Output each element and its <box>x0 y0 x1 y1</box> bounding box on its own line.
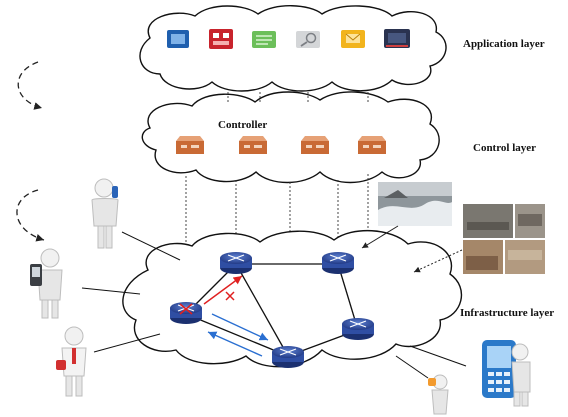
blue-arrow-forward <box>211 313 269 341</box>
person-mobile-icon <box>30 248 63 319</box>
control-cloud <box>141 91 440 184</box>
user-link <box>409 345 467 367</box>
router-switch-icon <box>322 252 354 274</box>
user-link <box>81 287 141 295</box>
application-cloud <box>139 5 447 92</box>
user-link <box>395 355 429 379</box>
dashed-curve-arrow-bottom <box>16 189 45 242</box>
application-layer-label: Application layer <box>463 38 545 50</box>
user-link <box>93 333 161 353</box>
disaster-photos <box>463 204 545 274</box>
search-app-icon <box>296 31 320 48</box>
flood-photo-pointer <box>361 225 399 249</box>
router-switch-icon <box>170 302 202 324</box>
person-calling-icon <box>56 326 87 397</box>
monitor-app-icon <box>167 30 189 48</box>
controller-title: Controller <box>218 119 267 131</box>
person-phone-icon <box>91 178 119 249</box>
disaster-photos-pointer <box>413 249 463 273</box>
security-app-icon <box>209 29 233 49</box>
router-switch-icon <box>272 346 304 368</box>
screen-app-icon <box>384 29 410 48</box>
infrastructure-cloud <box>122 230 463 368</box>
dashed-curve-arrow-top <box>17 61 43 110</box>
app-control-links <box>227 92 369 104</box>
router-switch-icon <box>220 252 252 274</box>
controller-device-icon <box>358 136 386 154</box>
controller-device-icon <box>176 136 204 154</box>
red-arrow <box>203 275 243 305</box>
phone-user-icon <box>428 340 531 415</box>
router-switch-icon <box>342 318 374 340</box>
mail-app-icon <box>341 30 365 48</box>
red-x-icon <box>225 291 235 301</box>
flood-photo <box>378 182 452 226</box>
user-link <box>121 231 181 261</box>
controller-device-icon <box>239 136 267 154</box>
controller-device-icon <box>301 136 329 154</box>
document-app-icon <box>252 31 276 48</box>
infrastructure-layer-label: Infrastructure layer <box>460 307 554 319</box>
control-layer-label: Control layer <box>473 142 536 154</box>
blue-arrow-back <box>207 331 263 357</box>
